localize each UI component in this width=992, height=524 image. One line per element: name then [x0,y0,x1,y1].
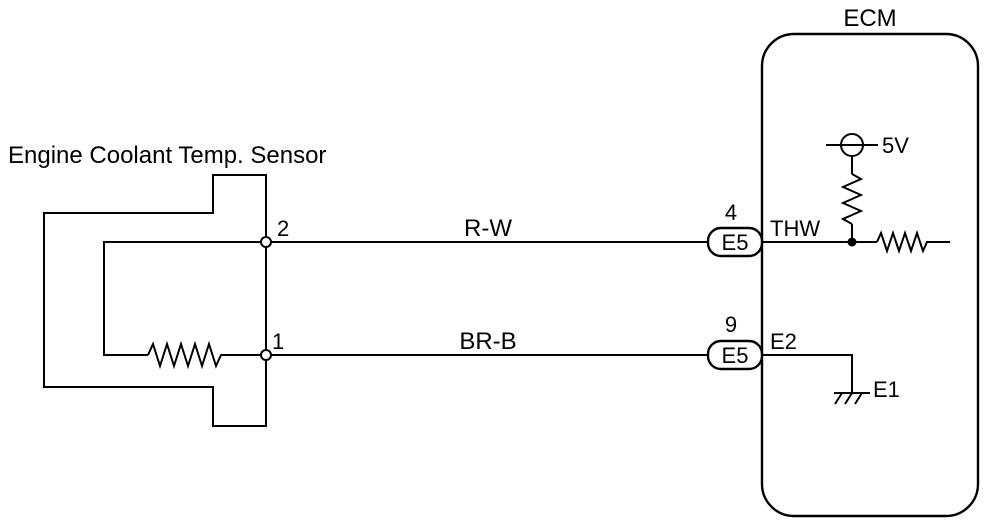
ecm-thw-label: THW [770,216,820,241]
connector-e5-bottom-label: E5 [722,343,749,368]
ecm-box [760,32,980,518]
wire-br-b-label: BR-B [459,328,516,355]
connector-pin-4-label: 4 [725,200,737,225]
sensor-housing [43,174,267,427]
sensor-pin-2-label: 2 [277,216,289,241]
ground-icon [834,392,870,405]
ecm-e2-label: E2 [770,329,797,354]
ground-e1-label: E1 [873,377,900,402]
sensor-pin-1-label: 1 [272,329,284,354]
sensor-thermistor-resistor [147,340,266,370]
sensor-pin-2-terminal [260,236,272,248]
ecm-e2-wire [762,354,853,393]
connector-e5-top-label: E5 [722,230,749,255]
ecm-label: ECM [843,5,896,32]
ecm-voltage-source-icon [826,133,878,157]
ecm-pullup-resistor [840,173,864,225]
connector-pin-9-label: 9 [725,312,737,337]
ecm-input-resistor [876,229,950,255]
sensor-pin-1-terminal [260,349,272,361]
sensor-label: Engine Coolant Temp. Sensor [8,142,326,169]
wire-r-w-label: R-W [464,215,512,242]
sensor-internal-wire-loop [103,241,266,356]
ecm-5v-label: 5V [882,133,909,158]
